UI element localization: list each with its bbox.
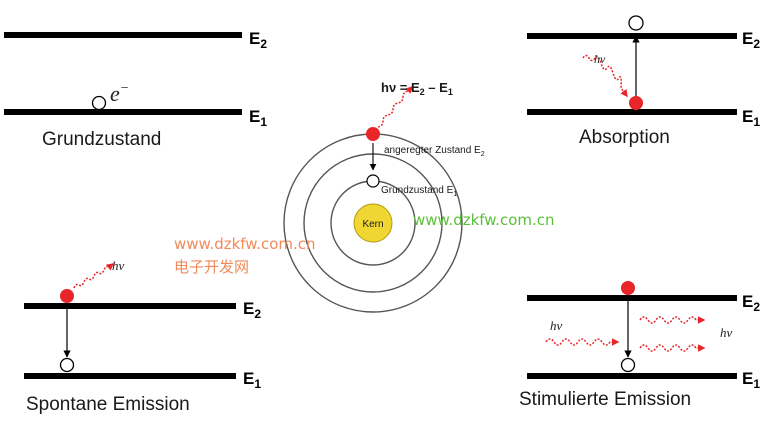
panel-title-grundzustand: Grundzustand xyxy=(42,129,161,150)
panel-title-stimulierte-emission: Stimulierte Emission xyxy=(519,389,691,410)
level-label-e1: E1 xyxy=(243,369,261,391)
photon-wave-out-1 xyxy=(639,316,706,324)
energy-level-e1 xyxy=(24,373,236,379)
nucleus xyxy=(353,203,393,243)
panel-title-spontane-emission: Spontane Emission xyxy=(26,394,190,415)
photon-out-label: hν xyxy=(720,325,733,340)
photon-in-label: hν xyxy=(550,318,563,333)
level-label-e1: E1 xyxy=(742,107,760,129)
level-label-e2: E2 xyxy=(249,29,267,51)
ground-state-label: Grundzustand E1 xyxy=(381,185,457,198)
photon-wave-incoming xyxy=(545,338,620,346)
level-label-e2: E2 xyxy=(742,292,760,314)
electron-ground xyxy=(366,174,380,188)
energy-level-e2 xyxy=(527,295,737,301)
electron-excited xyxy=(628,15,644,31)
electron-ground xyxy=(91,95,107,111)
energy-level-e2 xyxy=(24,303,236,309)
level-label-e2: E2 xyxy=(742,29,760,51)
panel-absorption: E2 E1 hν Absorption xyxy=(527,15,760,148)
electron-ground xyxy=(620,357,636,373)
electron-ground xyxy=(59,357,75,373)
electron-ground xyxy=(629,96,643,110)
panel-spontane-emission: E2 E1 hν Spontane Emission xyxy=(24,258,261,415)
photon-label: hν xyxy=(594,52,606,66)
energy-formula: hν = E2 – E1 xyxy=(381,80,453,97)
panel-stimulierte-emission: E2 E1 hν hν Stimulierte Emission xyxy=(519,281,760,410)
level-label-e2: E2 xyxy=(243,299,261,321)
excited-state-label: angeregter Zustand E2 xyxy=(384,145,485,158)
level-label-e1: E1 xyxy=(249,107,267,129)
photon-wave-emitted xyxy=(377,85,414,128)
photon-label: hν xyxy=(112,258,125,273)
electron-excited xyxy=(60,289,74,303)
photon-wave-emitted xyxy=(73,263,115,289)
nucleus-label: Kern xyxy=(362,219,383,230)
energy-level-e2 xyxy=(527,33,737,39)
electron-excited xyxy=(621,281,635,295)
watermark-url-right: www.dzkfw.com.cn xyxy=(413,211,555,229)
level-label-e1: E1 xyxy=(742,369,760,391)
energy-level-e1 xyxy=(4,109,242,115)
energy-level-e1 xyxy=(527,109,737,115)
photon-wave-out-2 xyxy=(639,344,706,352)
watermark-cn-left: 电子开发网 xyxy=(174,258,249,276)
electron-excited xyxy=(366,127,380,141)
electron-label: e− xyxy=(110,81,129,106)
panel-title-absorption: Absorption xyxy=(579,127,670,148)
energy-level-e1 xyxy=(527,373,737,379)
watermark-url-left: www.dzkfw.com.cn xyxy=(174,235,316,253)
energy-level-e2 xyxy=(4,32,242,38)
panel-grundzustand: E2 E1 e− Grundzustand xyxy=(4,29,267,150)
atom-model: Kern hν = E2 – E1 angeregter Zustand E2 … xyxy=(283,80,485,313)
watermarks: www.dzkfw.com.cn 电子开发网 www.dzkfw.com.cn xyxy=(174,211,555,276)
